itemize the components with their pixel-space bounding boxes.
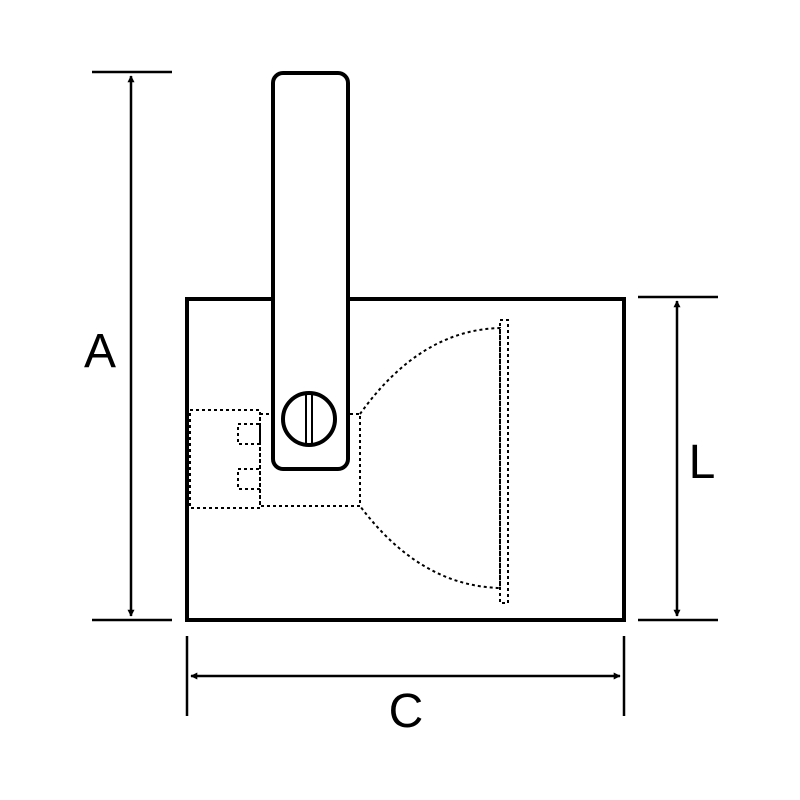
lamp-pin-upper (237, 423, 261, 445)
dimension-label-a: A (84, 325, 116, 378)
lamp-reflector (359, 326, 501, 590)
dimension-c: C (185, 636, 626, 738)
dimension-a: A (84, 70, 172, 622)
lamp-base-socket (189, 409, 261, 509)
mounting-arm (271, 71, 350, 471)
housing-body (185, 297, 626, 622)
dimension-label-l: L (689, 436, 716, 489)
lamp-pin-lower (237, 468, 261, 490)
dimension-label-c: C (389, 685, 424, 738)
pivot-knob (281, 391, 337, 447)
lamp-lens-rim (499, 319, 509, 604)
dimension-l: L (638, 295, 718, 622)
